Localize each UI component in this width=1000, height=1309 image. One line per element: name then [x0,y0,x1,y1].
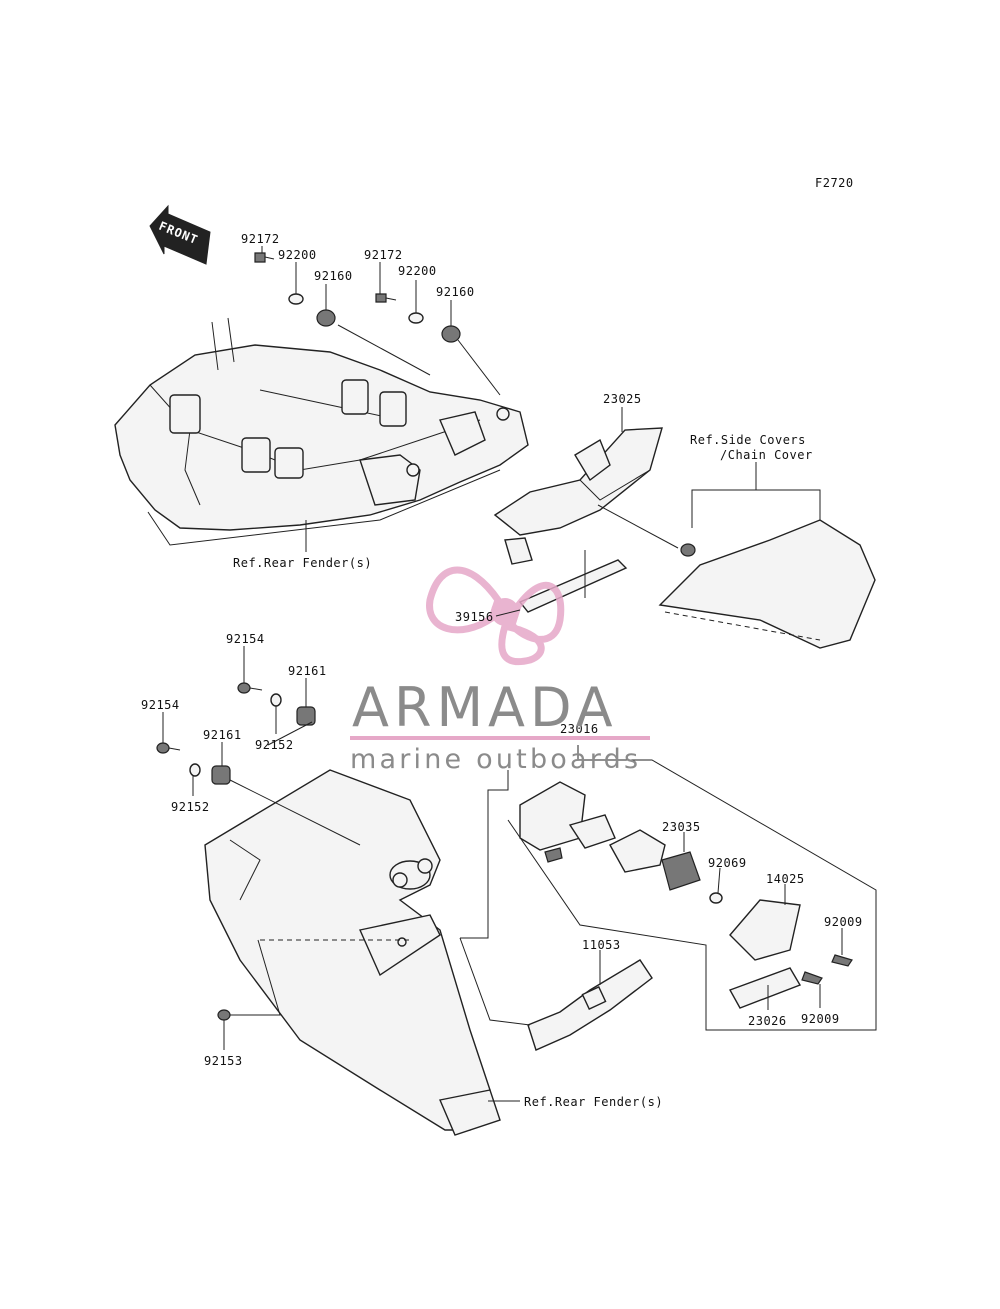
callout-23026: 23026 [748,1014,787,1028]
figure-code: F2720 [815,176,854,190]
tail-lamp-23025 [493,427,679,565]
callout-92172-b: 92172 [364,248,403,262]
license-lamp-assembly [460,745,877,1031]
callout-92200-b: 92200 [398,264,437,278]
callout-92009-a: 92009 [824,915,863,929]
license-bracket-11053 [459,937,653,1051]
callout-23016: 23016 [560,722,599,736]
callout-92153: 92153 [204,1054,243,1068]
callout-23035: 23035 [662,820,701,834]
callout-92161-b: 92161 [203,728,242,742]
callout-92154-b: 92154 [141,698,180,712]
callout-14025: 14025 [766,872,805,886]
callout-92009-b: 92009 [801,1012,840,1026]
callout-92069: 92069 [708,856,747,870]
strip-39156 [518,550,628,613]
callout-92161-a: 92161 [288,664,327,678]
callout-23025: 23025 [603,392,642,406]
callout-39156: 39156 [455,610,494,624]
watermark-tagline: marine outboards [350,744,642,775]
lower-fasteners [156,682,361,1021]
callout-92152-b: 92152 [171,800,210,814]
callout-ref-side-covers: Ref.Side Covers [690,433,806,447]
side-cover [658,462,876,649]
callout-11053: 11053 [582,938,621,952]
watermark-brand: ARMADA [352,676,618,739]
callout-92172-a: 92172 [241,232,280,246]
callout-92154-a: 92154 [226,632,265,646]
callout-92200-a: 92200 [278,248,317,262]
watermark-accent-bar [350,736,650,740]
upper-rear-fender-assembly [114,317,529,546]
callout-ref-rear-fender-upper: Ref.Rear Fender(s) [233,556,373,570]
callout-92160-b: 92160 [436,285,475,299]
callout-leaders [162,246,843,1102]
callout-92160-a: 92160 [314,269,353,283]
armada-propeller-logo [426,566,565,666]
callout-ref-rear-fender-lower: Ref.Rear Fender(s) [524,1095,664,1109]
callout-chain-cover: /Chain Cover [720,448,813,462]
front-arrow-icon [149,204,211,265]
callout-92152-a: 92152 [255,738,294,752]
lower-rear-fender [204,769,501,1136]
